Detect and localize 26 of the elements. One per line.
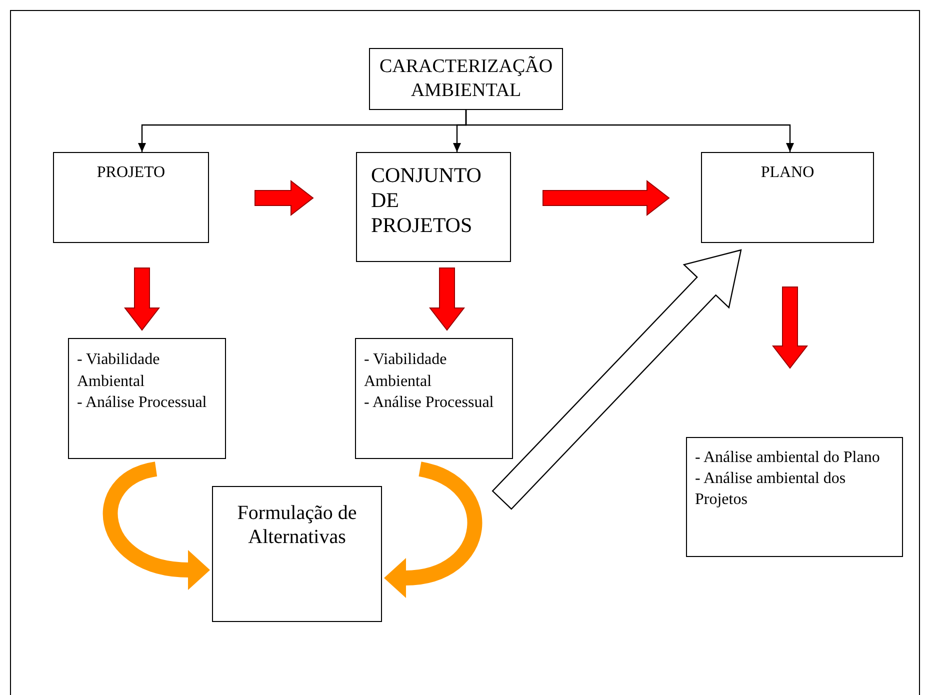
box-text: - Análise Processual (364, 393, 494, 414)
box-text: - Viabilidade Ambiental (364, 350, 448, 392)
text-box (369, 48, 563, 110)
box-text: PLANO (760, 163, 814, 182)
connector-arrow (465, 110, 794, 152)
block-arrow (428, 268, 466, 331)
text-box (686, 437, 903, 557)
text-box (212, 486, 382, 622)
text-box (701, 152, 874, 243)
text-box (68, 338, 226, 459)
box-text: CONJUNTO DE PROJETOS (371, 163, 482, 239)
box-text: - Análise Processual (77, 393, 207, 414)
box-text: Formulação de Alternativas (236, 501, 358, 549)
box-text: PROJETO (96, 163, 166, 182)
text-box (356, 152, 511, 262)
block-arrow (254, 180, 314, 216)
box-text: - Viabilidade Ambiental (77, 350, 161, 392)
block-arrow (772, 286, 808, 369)
block-arrow (124, 268, 160, 331)
text-box (355, 338, 513, 459)
block-arrow (542, 180, 670, 216)
box-text: - Análise ambiental dos Projetos (695, 468, 847, 510)
text-box (53, 152, 209, 243)
box-text: - Análise ambiental do Plano (695, 448, 880, 468)
box-text: CARACTERIZAÇÃO AMBIENTAL (379, 55, 553, 103)
hollow-arrow (492, 249, 742, 510)
